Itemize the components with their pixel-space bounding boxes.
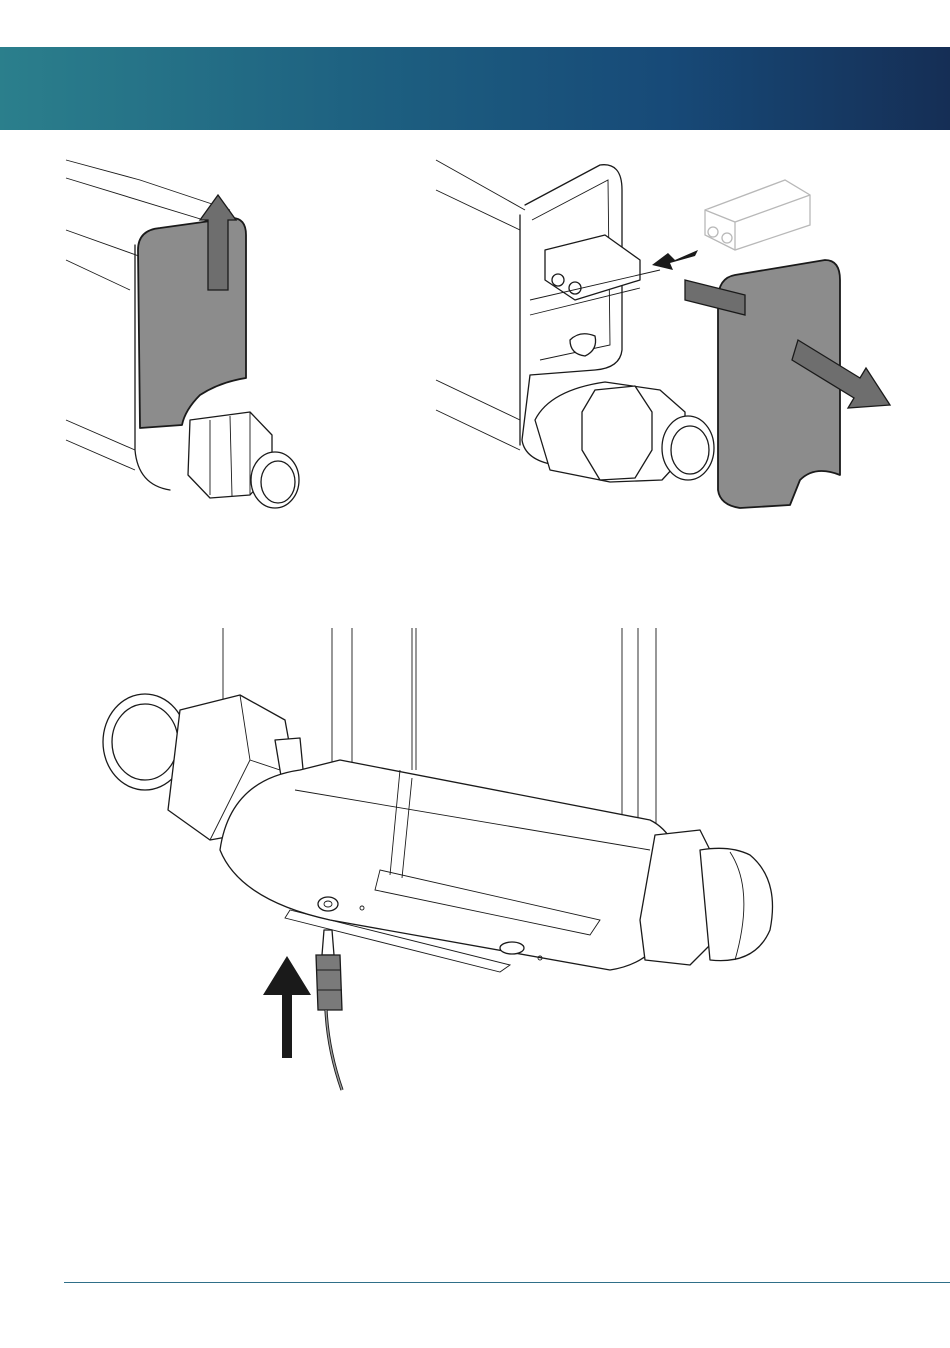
battery-holder-icon [530,235,660,315]
pipe-fitting-icon [535,334,714,482]
battery-9v-icon [705,180,810,250]
device-housing-icon [220,760,680,972]
pipe-fitting-icon [188,412,299,508]
pipe-fitting-icon [640,830,773,965]
replace-battery-illustration [430,150,900,520]
header-bar [0,47,950,130]
arrow-up-icon [263,956,311,1058]
connect-power-cable-illustration [90,620,790,1100]
arrow-left-icon [652,250,698,270]
dc-jack-icon [316,930,342,1090]
footer-rule [64,1282,950,1283]
remove-cover-illustration [60,150,330,520]
